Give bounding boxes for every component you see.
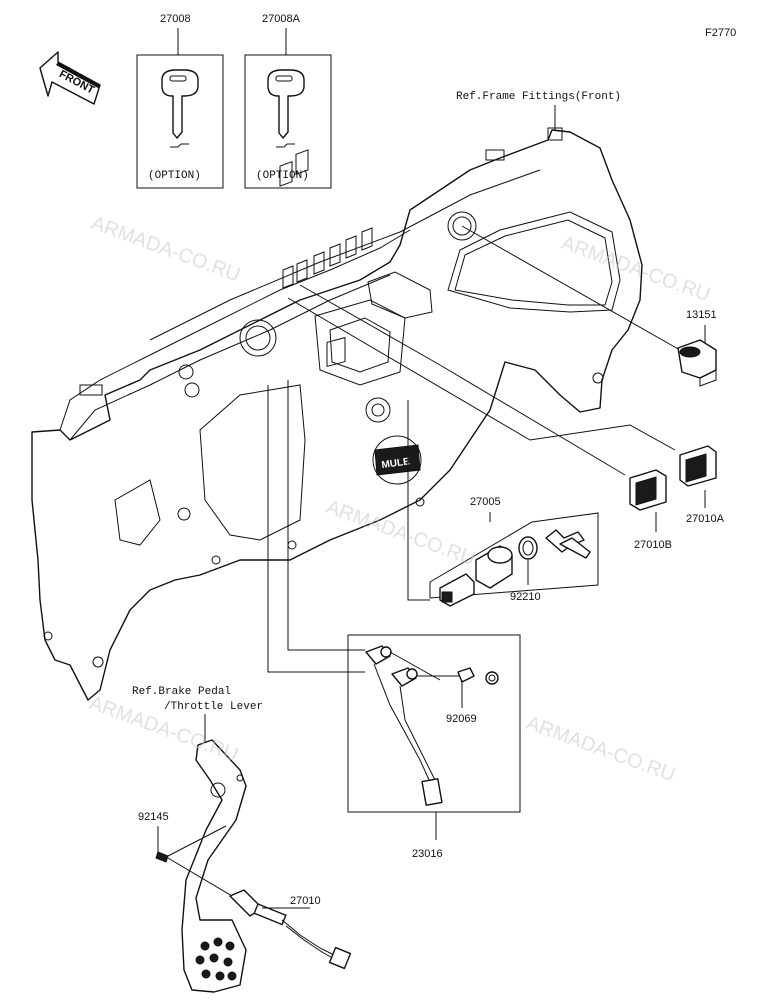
spring-icon: [155, 851, 169, 863]
indicator-lights: [279, 149, 373, 289]
brake-pedal: 92145 27010: [138, 739, 352, 993]
part-number-23016: 23016: [412, 848, 443, 860]
mule-badge: MULE: [372, 435, 422, 485]
leader-lines: [267, 225, 681, 673]
part-number-27008: 27008: [160, 13, 191, 25]
front-arrow-icon: FRONT: [39, 51, 101, 105]
switch-27010a: 27010A: [679, 445, 725, 525]
socket-opening: [447, 211, 477, 241]
switch-27010b: 27010B: [629, 469, 672, 551]
part-number-27010b: 27010B: [634, 539, 672, 551]
part-number-27010: 27010: [290, 895, 321, 907]
part-number-92210: 92210: [510, 591, 541, 603]
part-number-27005: 27005: [470, 496, 501, 508]
watermark-text: ARMADA-CO.RU: [88, 212, 243, 286]
part-number-27008a: 27008A: [262, 13, 301, 25]
dashboard-panel: MULE: [31, 127, 643, 701]
key-27008-option: (OPTION): [148, 170, 201, 182]
mule-badge-text: MULE: [381, 456, 411, 471]
key-27008a-frame: [244, 54, 332, 189]
ignition-switch-27005: 27005 92210: [429, 496, 599, 607]
part-number-27010a: 27010A: [686, 513, 725, 525]
part-number-92145: 92145: [138, 811, 169, 823]
figure-code: F2770: [705, 27, 736, 39]
ref-throttle-label: /Throttle Lever: [164, 701, 263, 713]
part-number-92069: 92069: [446, 713, 477, 725]
key-27008-frame: [136, 54, 224, 189]
round-opening: [239, 319, 277, 357]
ref-frame-label: Ref.Frame Fittings(Front): [456, 91, 621, 103]
watermark-text: ARMADA-CO.RU: [523, 712, 678, 786]
key-icon: [161, 69, 199, 139]
lamp-harness-23016: 92069 23016: [347, 634, 521, 860]
key-27008a-callout: 27008A (OPTION): [244, 13, 332, 189]
key-27008-callout: 27008 (OPTION): [136, 13, 224, 189]
key-icon: [267, 69, 305, 139]
socket-13151: 13151: [677, 309, 717, 387]
ignition-opening: [365, 397, 391, 423]
key-27008a-option: (OPTION): [256, 170, 309, 182]
part-number-13151: 13151: [686, 309, 717, 321]
pedal-pad: [195, 937, 237, 981]
ref-brake-label: Ref.Brake Pedal: [132, 686, 231, 698]
